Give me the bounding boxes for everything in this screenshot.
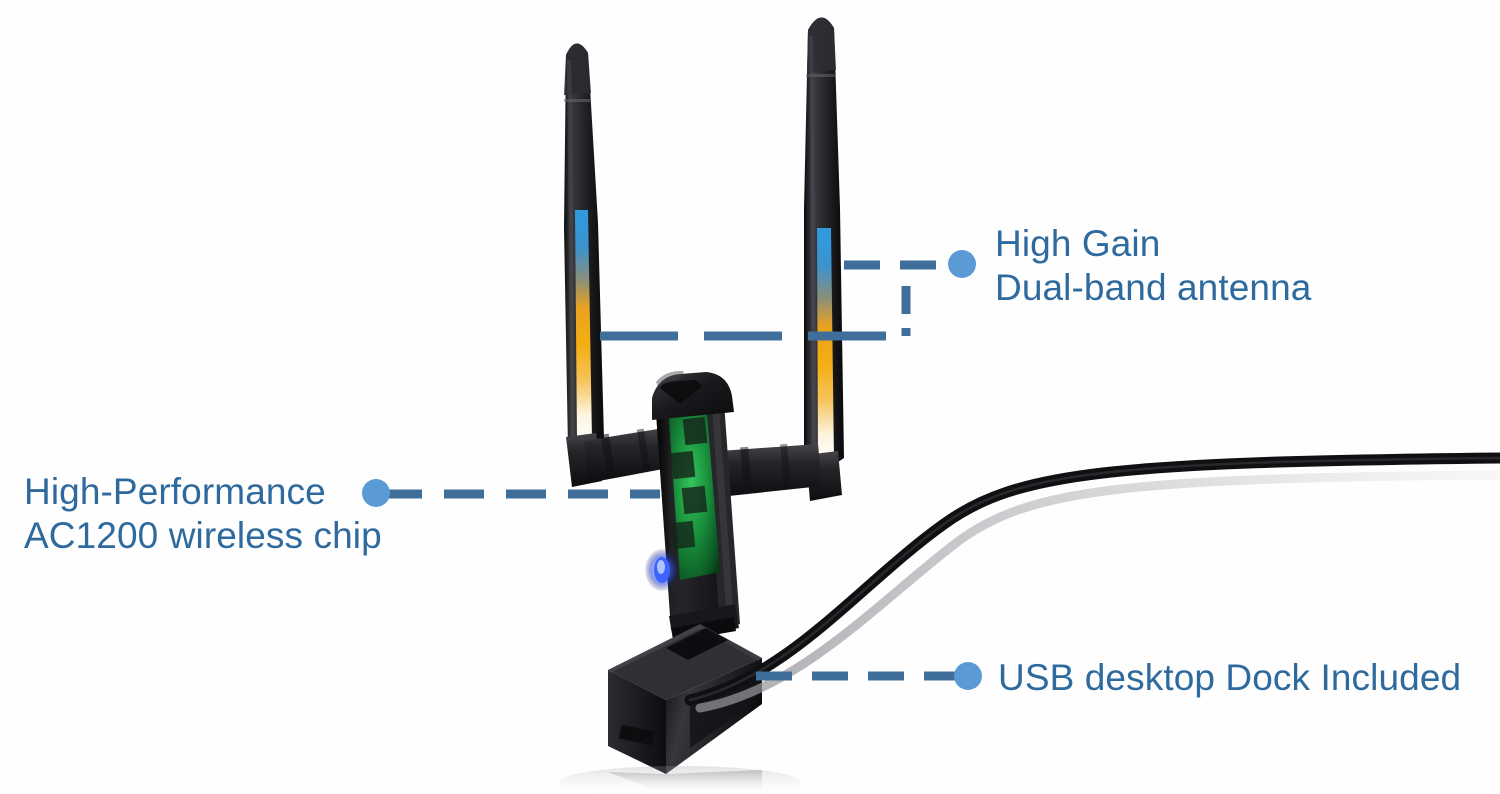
callout-antenna-line2: Dual-band antenna bbox=[995, 267, 1312, 309]
callout-dot-antenna[interactable] bbox=[948, 250, 976, 278]
hinge-arm-right bbox=[706, 443, 822, 498]
callout-label-antenna: High Gain Dual-band antenna bbox=[995, 222, 1311, 311]
status-led bbox=[645, 549, 679, 591]
usb-cable bbox=[684, 452, 1500, 713]
callout-dot-chip[interactable] bbox=[362, 479, 390, 507]
dock-reflection bbox=[560, 766, 800, 794]
adapter-top-cap bbox=[652, 371, 734, 420]
callout-chip-line2: AC1200 wireless chip bbox=[24, 515, 382, 557]
antenna-right bbox=[804, 17, 844, 501]
callout-label-dock: USB desktop Dock Included bbox=[998, 656, 1461, 700]
callout-dot-dock[interactable] bbox=[954, 662, 982, 690]
antenna-left bbox=[564, 43, 604, 487]
hinge-arm-left bbox=[584, 427, 674, 483]
callout-chip-line1: High-Performance bbox=[24, 471, 326, 512]
chip-panel bbox=[668, 402, 720, 580]
callout-label-chip: High-Performance AC1200 wireless chip bbox=[24, 470, 382, 559]
adapter-body bbox=[645, 371, 740, 642]
callout-antenna-line1: High Gain bbox=[995, 223, 1161, 264]
callout-dock-line1: USB desktop Dock Included bbox=[998, 657, 1462, 698]
